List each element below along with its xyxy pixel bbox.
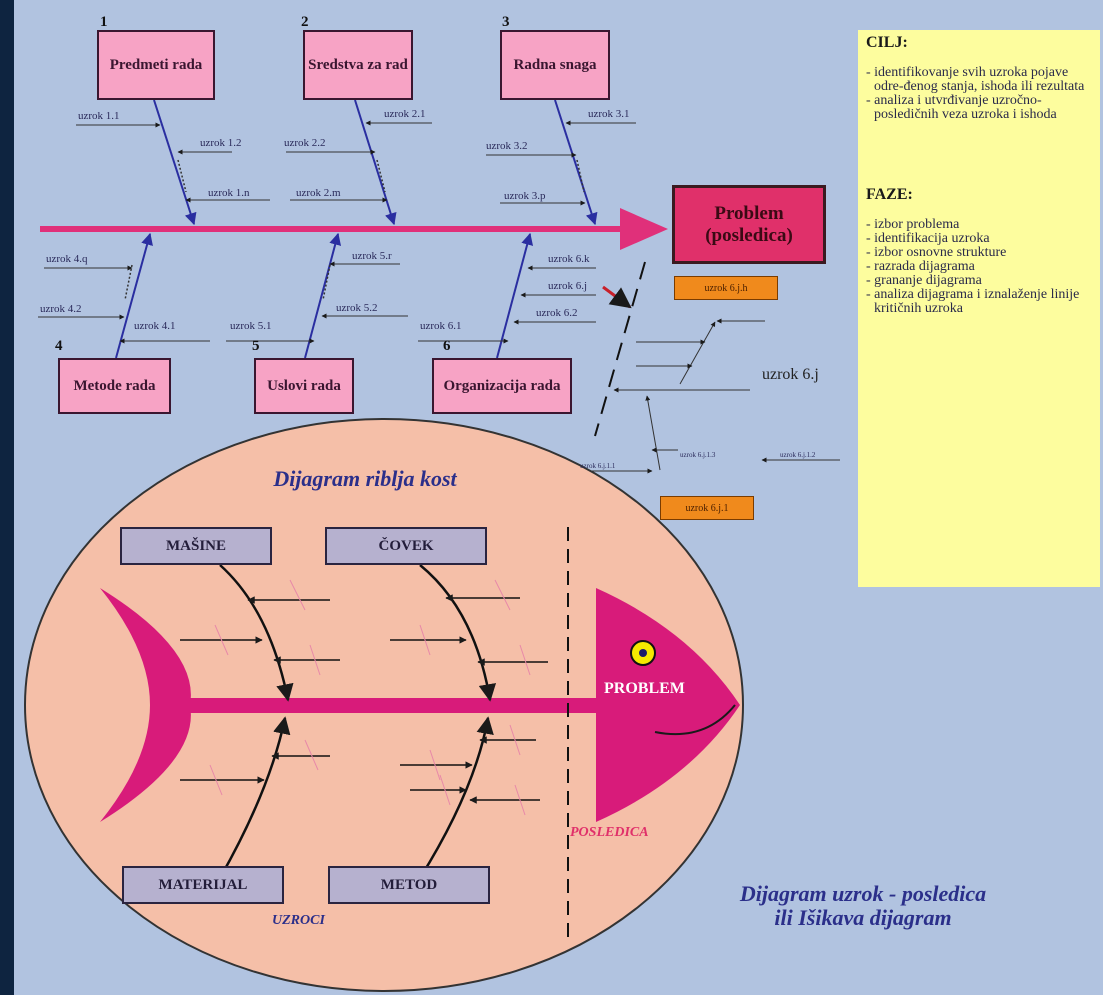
fish-box-covek: ČOVEK bbox=[325, 527, 487, 565]
problem-subtitle: (posledica) bbox=[705, 224, 793, 246]
fish-problem-label: PROBLEM bbox=[604, 680, 685, 697]
cilj-list: - identifikovanje svih uzroka pojave odr… bbox=[866, 66, 1094, 122]
cause-label: uzrok 2.2 bbox=[284, 137, 326, 149]
branch-number-5: 5 bbox=[252, 338, 260, 354]
detail-sub-label: uzrok 6.j.1.2 bbox=[780, 451, 816, 459]
faze-item: - izbor problema bbox=[866, 217, 960, 232]
fish-box-label: MATERIJAL bbox=[158, 876, 248, 893]
category-box-sredstva-za-rad: Sredstva za rad bbox=[303, 30, 413, 100]
cause-label: uzrok 3.2 bbox=[486, 140, 528, 152]
problem-title: Problem bbox=[714, 202, 784, 224]
cause-label: uzrok 5.1 bbox=[230, 320, 272, 332]
fish-box-masine: MAŠINE bbox=[120, 527, 272, 565]
detail-cause-label: uzrok 6.j bbox=[762, 366, 819, 383]
faze-item: - izbor osnovne strukture bbox=[866, 245, 1007, 260]
problem-box: Problem (posledica) bbox=[672, 185, 826, 264]
category-label: Metode rada bbox=[73, 377, 156, 394]
cause-label: uzrok 5.2 bbox=[336, 302, 378, 314]
detail-label: uzrok 6.j.h bbox=[704, 282, 748, 294]
cause-label: uzrok 4.1 bbox=[134, 320, 176, 332]
faze-item: - grananje dijagrama bbox=[866, 273, 982, 288]
spine-arrowhead bbox=[620, 208, 668, 250]
category-box-radna-snaga: Radna snaga bbox=[500, 30, 610, 100]
branch-number-2: 2 bbox=[301, 14, 309, 30]
detail-sub-label: uzrok 6.j.1.3 bbox=[680, 451, 716, 459]
cause-label: uzrok 2.m bbox=[296, 187, 341, 199]
cause-label: uzrok 4.2 bbox=[40, 303, 82, 315]
faze-item: - razrada dijagrama bbox=[866, 259, 975, 274]
cause-label: uzrok 6.2 bbox=[536, 307, 578, 319]
fish-box-label: MAŠINE bbox=[165, 537, 226, 554]
cause-label: uzrok 6.1 bbox=[420, 320, 462, 332]
detail-sub-label: uzrok 6.j.1.1 bbox=[580, 462, 616, 470]
fish-box-label: ČOVEK bbox=[378, 537, 434, 554]
cause-label: uzrok 6.k bbox=[548, 253, 590, 265]
category-box-metode-rada: Metode rada bbox=[58, 358, 171, 414]
goals-phases-panel: CILJ: - identifikovanje svih uzroka poja… bbox=[858, 30, 1100, 587]
cause-label: uzrok 1.n bbox=[208, 187, 250, 199]
faze-item: - identifikacija uzroka bbox=[866, 231, 990, 246]
uzroci-label: UZROCI bbox=[272, 913, 325, 928]
fish-box-materijal: MATERIJAL bbox=[122, 866, 284, 904]
branch-number-3: 3 bbox=[502, 14, 510, 30]
category-box-uslovi-rada: Uslovi rada bbox=[254, 358, 354, 414]
branch-number-1: 1 bbox=[100, 14, 108, 30]
branch-number-4: 4 bbox=[55, 338, 63, 354]
cause-label: uzrok 6.j bbox=[548, 280, 588, 292]
fish-box-metod: METOD bbox=[328, 866, 490, 904]
cause-label: uzrok 2.1 bbox=[384, 108, 426, 120]
detail-box-6j1: uzrok 6.j.1 bbox=[660, 496, 754, 520]
category-label: Sredstva za rad bbox=[308, 56, 408, 73]
branch-number-6: 6 bbox=[443, 338, 451, 354]
caption-line-2: ili Išikava dijagram bbox=[774, 905, 952, 930]
cause-label: uzrok 4.q bbox=[46, 253, 88, 265]
cause-label: uzrok 5.r bbox=[352, 250, 392, 262]
diagram-caption: Dijagram uzrok - posledica ili Išikava d… bbox=[688, 882, 1038, 930]
category-label: Radna snaga bbox=[513, 56, 597, 73]
caption-line-1: Dijagram uzrok - posledica bbox=[739, 881, 987, 906]
category-box-organizacija-rada: Organizacija rada bbox=[432, 358, 572, 414]
cause-label: uzrok 1.2 bbox=[200, 137, 242, 149]
detail-box-6jh: uzrok 6.j.h bbox=[674, 276, 778, 300]
cilj-heading: CILJ: bbox=[866, 34, 908, 51]
faze-item: - analiza dijagrama i iznalaženje linije… bbox=[866, 287, 1080, 316]
category-label: Uslovi rada bbox=[267, 377, 341, 394]
cause-label: uzrok 3.1 bbox=[588, 108, 630, 120]
fishbone-title: Dijagram riblja kost bbox=[273, 466, 457, 491]
cause-label: uzrok 1.1 bbox=[78, 110, 120, 122]
fish-box-label: METOD bbox=[380, 876, 438, 893]
posledica-label: POSLEDICA bbox=[570, 825, 649, 840]
cilj-item: - analiza i utvrđivanje uzročno-posledič… bbox=[866, 93, 1057, 122]
faze-list: - izbor problema - identifikacija uzroka… bbox=[866, 218, 1094, 316]
category-label: Predmeti rada bbox=[109, 56, 203, 73]
cause-label: uzrok 3.p bbox=[504, 190, 546, 202]
faze-heading: FAZE: bbox=[866, 186, 913, 203]
cilj-item: - identifikovanje svih uzroka pojave odr… bbox=[866, 65, 1085, 94]
category-box-predmeti-rada: Predmeti rada bbox=[97, 30, 215, 100]
category-label: Organizacija rada bbox=[443, 377, 561, 394]
detail-label: uzrok 6.j.1 bbox=[685, 502, 729, 514]
